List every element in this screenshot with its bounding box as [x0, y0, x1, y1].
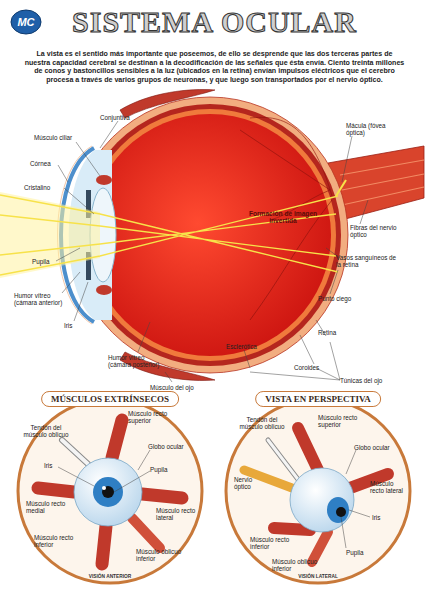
choroid [79, 104, 341, 366]
part-label: Músculo recto lateral [156, 507, 196, 521]
part-label: Iris [64, 322, 84, 329]
part-label: Conjuntiva [100, 114, 140, 121]
part-label: Vasos sanguíneos de la retina [336, 254, 398, 268]
part-label: Nervio óptico [234, 476, 264, 490]
light-ray [0, 195, 338, 275]
sclera [72, 97, 348, 373]
ciliary-muscle [96, 175, 112, 185]
part-label: Pupila [346, 549, 372, 556]
part-label: Pupila [32, 258, 58, 265]
vitreous-body [89, 114, 331, 356]
view-caption: VISIÓN ANTERIOR [80, 574, 140, 580]
part-label: Músculo del ojo [150, 384, 206, 391]
part-label: Tendón del músculo oblicuo [22, 424, 70, 438]
part-label: Globo ocular [148, 443, 188, 450]
part-label: Músculo recto superior [128, 410, 172, 424]
part-label: Tendón del músculo oblicuo [238, 416, 286, 430]
circle-heading: VISTA EN PERSPECTIVA [255, 391, 381, 407]
part-label: Iris [372, 514, 392, 521]
part-label: Túnicas del ojo [340, 377, 395, 384]
view-caption: VISIÓN LATERAL [288, 574, 348, 580]
logo-text: MC [12, 16, 40, 28]
part-label: Músculo recto inferior [250, 536, 294, 550]
macula-mark [336, 180, 346, 196]
retinal-vessels [240, 117, 332, 320]
part-label: Músculo oblicuo inferior [136, 548, 182, 562]
part-label: Músculo recto lateral [370, 480, 408, 494]
leader-lines [56, 121, 368, 382]
part-label: Globo ocular [354, 444, 394, 451]
intro-text: La vista es el sentido más importante qu… [24, 50, 405, 84]
logo-badge [11, 10, 41, 34]
ciliary-muscle [96, 285, 112, 295]
part-label: Pupila [150, 466, 178, 473]
circle-heading: MÚSCULOS EXTRÍNSECOS [41, 391, 179, 407]
part-label: Formación de imagen invertida [248, 210, 318, 225]
part-label: Esclerótica [226, 343, 266, 350]
part-label: Músculo recto medial [26, 500, 66, 514]
circle-rim [226, 399, 410, 583]
part-label: Músculo ciliar [34, 134, 78, 141]
part-label: Humor vítreo (cámara anterior) [14, 292, 70, 306]
circle-rim [18, 399, 202, 583]
retina [84, 109, 336, 361]
part-label: Fibras del nervio óptico [350, 224, 414, 238]
part-label: Músculo oblicuo inferior [272, 558, 320, 572]
nerve-fibres [340, 160, 424, 205]
part-label: Iris [44, 462, 64, 469]
part-label: Retina [318, 329, 348, 336]
part-label: Punto ciego [318, 295, 363, 302]
eye-muscle [120, 90, 215, 118]
poster-title: SISTEMA OCULAR [0, 5, 429, 39]
part-label: Humor vítreo (cámara posterior) [108, 354, 166, 368]
part-label: Músculo recto inferior [34, 534, 79, 548]
part-label: Músculo recto superior [318, 414, 368, 428]
part-label: Mácula (fóvea óptica) [346, 122, 398, 136]
part-label: Cristalino [24, 184, 64, 191]
part-label: Coroides [294, 364, 329, 371]
part-label: Córnea [30, 160, 60, 167]
